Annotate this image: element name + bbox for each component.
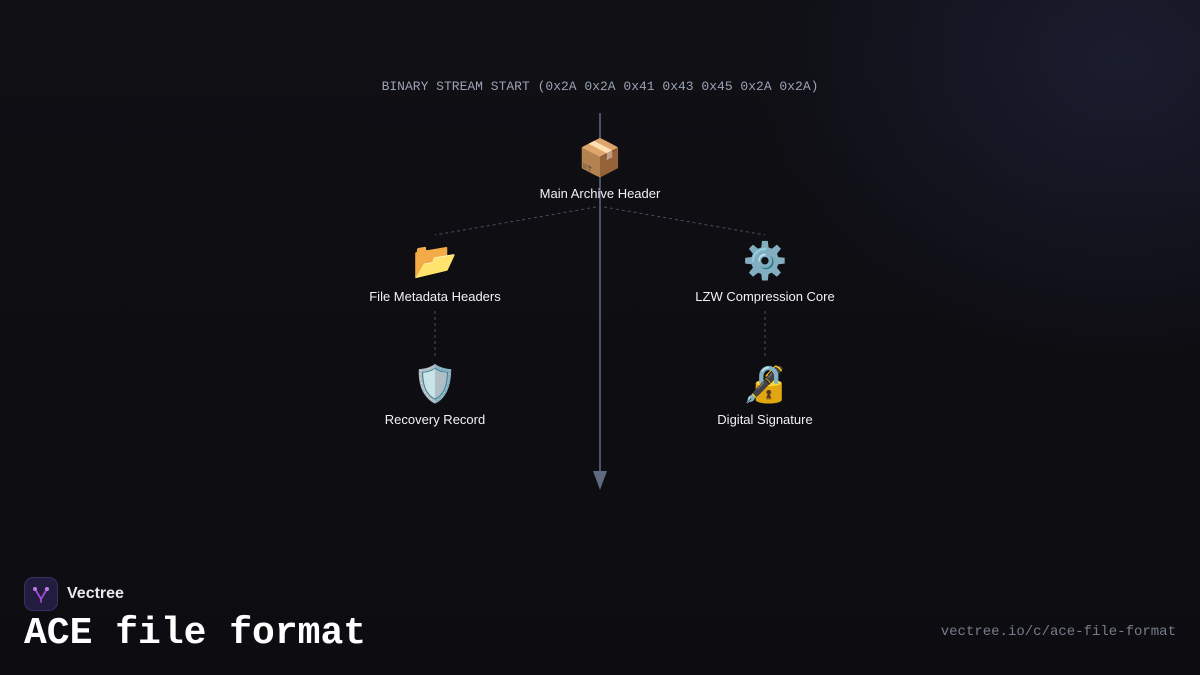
vectree-logo-icon <box>24 577 58 611</box>
open-folder-icon: 📂 <box>413 240 458 281</box>
node-label: Main Archive Header <box>540 186 661 201</box>
page-title: ACE file format <box>24 612 367 655</box>
node-main-archive-header: 📦 Main Archive Header <box>540 137 661 201</box>
page-url[interactable]: vectree.io/c/ace-file-format <box>940 624 1176 640</box>
node-label: LZW Compression Core <box>695 289 834 304</box>
stream-arrowhead <box>593 471 607 490</box>
node-label: Digital Signature <box>717 412 812 427</box>
stream-start-label: BINARY STREAM START (0x2A 0x2A 0x41 0x43… <box>382 79 819 94</box>
brand-name: Vectree <box>67 585 124 602</box>
brand: Vectree <box>24 577 124 611</box>
lock-with-pen-icon: 🔏 <box>743 363 788 404</box>
shield-icon: 🛡️ <box>413 363 458 404</box>
edge-main-to-lzw <box>603 206 766 236</box>
node-digital-signature: 🔏 Digital Signature <box>717 363 812 427</box>
package-icon: 📦 <box>578 137 623 178</box>
tree-branch-icon <box>33 587 49 603</box>
node-recovery-record: 🛡️ Recovery Record <box>385 363 485 427</box>
node-label: Recovery Record <box>385 412 485 427</box>
gear-icon: ⚙️ <box>743 240 788 281</box>
node-label: File Metadata Headers <box>369 289 501 304</box>
node-file-metadata-headers: 📂 File Metadata Headers <box>369 240 501 304</box>
edge-main-to-meta <box>434 206 597 236</box>
node-lzw-compression-core: ⚙️ LZW Compression Core <box>695 240 834 304</box>
